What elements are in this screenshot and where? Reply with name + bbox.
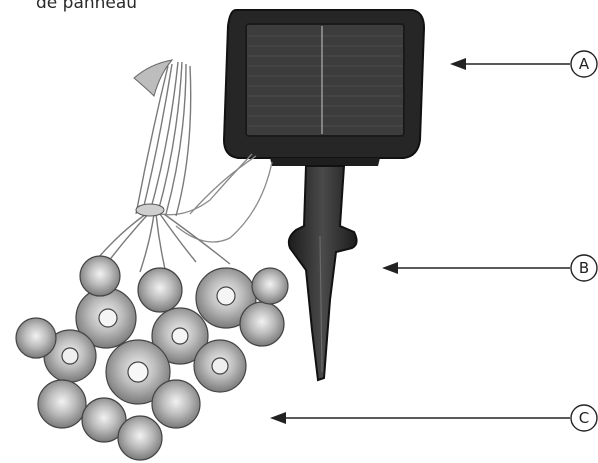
callout-letter-b: B [579,259,589,277]
callout-c: C [270,405,597,431]
flower [194,340,246,392]
flower [80,256,120,296]
flower-lights [16,256,288,460]
wrap-tag [134,60,172,96]
flower [118,416,162,460]
panel-bracket [270,158,380,166]
flower [138,268,182,312]
callout-letter-a: A [579,55,590,73]
flower [240,302,284,346]
flower [38,380,86,428]
flower [152,380,200,428]
flower [16,318,56,358]
bundle-tie [136,204,164,216]
flower [252,268,288,304]
callout-b: B [382,255,597,281]
solar-panel [224,10,424,166]
callout-a: A [450,51,597,77]
ground-stake [289,166,357,380]
callout-letter-c: C [579,409,589,427]
